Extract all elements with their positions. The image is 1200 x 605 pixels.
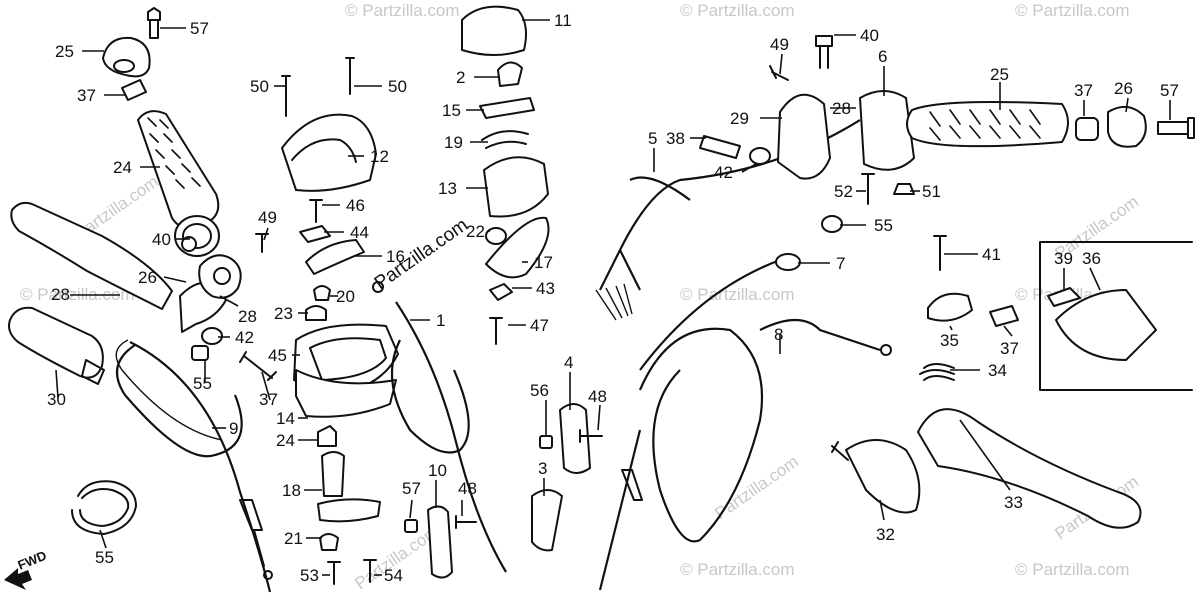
callout: 55 bbox=[874, 216, 893, 235]
callout: 36 bbox=[1082, 249, 1101, 268]
watermark: © Partzilla.com bbox=[345, 1, 460, 20]
callout: 26 bbox=[138, 268, 157, 287]
throttle-cables bbox=[595, 119, 892, 591]
callout: 24 bbox=[276, 431, 295, 450]
callout: 47 bbox=[530, 316, 549, 335]
callout: 48 bbox=[458, 479, 477, 498]
callout: 37 bbox=[259, 390, 278, 409]
callout: 55 bbox=[95, 548, 114, 567]
callout: 57 bbox=[1160, 81, 1179, 100]
callout: 43 bbox=[536, 279, 555, 298]
callout: 37 bbox=[1074, 81, 1093, 100]
fwd-arrow: FWD bbox=[4, 548, 49, 590]
callout: 10 bbox=[428, 461, 447, 480]
callout: 15 bbox=[442, 101, 461, 120]
callout: 2 bbox=[456, 68, 465, 87]
callout: 3 bbox=[538, 459, 547, 478]
callout: 34 bbox=[988, 361, 1007, 380]
callout: 22 bbox=[466, 222, 485, 241]
callout: 56 bbox=[530, 381, 549, 400]
right-grip-assembly bbox=[699, 35, 1195, 271]
callout: 12 bbox=[370, 147, 389, 166]
left-grip-assembly bbox=[102, 7, 220, 257]
fwd-label: FWD bbox=[16, 548, 49, 573]
callout: 23 bbox=[274, 304, 293, 323]
callout: 30 bbox=[47, 390, 66, 409]
callout: 5 bbox=[648, 129, 657, 148]
callout: 32 bbox=[876, 525, 895, 544]
callout: 48 bbox=[588, 387, 607, 406]
callout: 45 bbox=[268, 346, 287, 365]
callout: 1 bbox=[436, 311, 445, 330]
callout: 42 bbox=[235, 328, 254, 347]
callout: 24 bbox=[113, 158, 132, 177]
callout: 35 bbox=[940, 331, 959, 350]
callout: 6 bbox=[878, 47, 887, 66]
left-lever-assembly bbox=[8, 201, 277, 535]
callout: 26 bbox=[1114, 79, 1133, 98]
callout: 37 bbox=[1000, 339, 1019, 358]
callout: 25 bbox=[990, 65, 1009, 84]
callout: 28 bbox=[51, 285, 70, 304]
callout: 40 bbox=[152, 230, 171, 249]
callout: 16 bbox=[386, 247, 405, 266]
callout: 33 bbox=[1004, 493, 1023, 512]
watermark: © Partzilla.com bbox=[680, 560, 795, 579]
callout: 17 bbox=[534, 253, 553, 272]
callout: 18 bbox=[282, 481, 301, 500]
callout: 19 bbox=[444, 133, 463, 152]
callout: 53 bbox=[300, 566, 319, 585]
callout: 42 bbox=[714, 163, 733, 182]
callout: 54 bbox=[384, 566, 403, 585]
callout: 44 bbox=[350, 223, 369, 242]
callout: 25 bbox=[55, 42, 74, 61]
callout: 20 bbox=[336, 287, 355, 306]
callout: 50 bbox=[250, 77, 269, 96]
callout: 13 bbox=[438, 179, 457, 198]
callout-numbers: 57 25 37 24 40 26 28 30 9 55 55 42 37 49… bbox=[47, 11, 1179, 585]
master-cylinder-assembly bbox=[281, 57, 507, 585]
callout: 41 bbox=[982, 245, 1001, 264]
callout: 39 bbox=[1054, 249, 1073, 268]
callout: 4 bbox=[564, 353, 573, 372]
callout: 7 bbox=[836, 254, 845, 273]
watermark: © Partzilla.com bbox=[1015, 1, 1130, 20]
callout: 28 bbox=[832, 99, 851, 118]
callout: 57 bbox=[402, 479, 421, 498]
callout: 50 bbox=[388, 77, 407, 96]
callout: 28 bbox=[238, 307, 257, 326]
watermark: © Partzilla.com bbox=[680, 1, 795, 20]
leader-lines bbox=[55, 19, 1171, 576]
callout: 14 bbox=[276, 409, 295, 428]
watermark: © Partzilla.com bbox=[1015, 560, 1130, 579]
callout: 49 bbox=[770, 35, 789, 54]
callout: 11 bbox=[554, 11, 572, 30]
callout: 40 bbox=[860, 26, 879, 45]
callout: 46 bbox=[346, 196, 365, 215]
callout: 9 bbox=[229, 419, 238, 438]
watermark: Partzilla.com bbox=[711, 452, 802, 523]
clutch-cable bbox=[115, 339, 273, 593]
callout: 21 bbox=[284, 529, 303, 548]
callout: 38 bbox=[666, 129, 685, 148]
callout: 29 bbox=[730, 109, 749, 128]
watermark: © Partzilla.com bbox=[680, 285, 795, 304]
callout: 57 bbox=[190, 19, 209, 38]
callout: 8 bbox=[774, 325, 783, 344]
switch-housing-assembly bbox=[461, 5, 603, 552]
callout: 37 bbox=[77, 86, 96, 105]
callout: 55 bbox=[193, 374, 212, 393]
callout: 49 bbox=[258, 208, 277, 227]
callout: 52 bbox=[834, 182, 853, 201]
callout: 51 bbox=[922, 182, 941, 201]
